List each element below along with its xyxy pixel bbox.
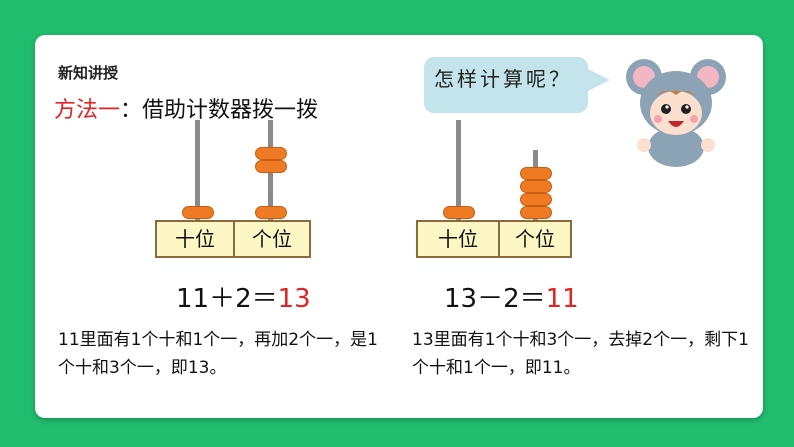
right-equation-expr: 13－2＝ [444,284,546,314]
right-abacus: 十位 个位 [416,120,572,260]
right-equation-answer: 11 [545,284,579,314]
right-ones-label: 个位 [498,220,572,258]
right-explanation: 13里面有1个十和3个一，去掉2个一，剩下1个十和1个一，即11。 [412,330,749,378]
right-ones-bead [520,167,552,180]
right-ones-bead [520,180,552,193]
mouse-mascot-icon [626,59,726,167]
right-tens-rod [456,120,461,225]
method-colon: ： [120,98,143,123]
right-tens-bead [443,206,475,219]
left-tens-label: 十位 [155,220,235,258]
left-equation-answer: 13 [277,284,311,314]
speech-bubble [424,57,588,113]
left-equation-expr: 11＋2＝ [176,284,278,314]
left-abacus: 十位 个位 [155,120,311,260]
right-place-row: 十位 个位 [416,220,572,258]
left-ones-bead [255,206,287,219]
right-ones-bead [520,193,552,206]
left-tens-bead [182,206,214,219]
method-title: 方法一：借助计数器拨一拨 [54,92,318,124]
left-ones-bead [255,160,287,173]
right-equation: 13－2＝11 [444,278,579,315]
right-ones-bead [520,206,552,219]
section-tag: 新知讲授 [58,64,119,82]
left-explanation: 11里面有1个十和1个一，再加2个一，是1个十和3个一，即13。 [58,330,378,378]
speech-text: 怎样计算呢？ [434,67,572,91]
speech-bubble-tail [586,68,610,92]
left-place-row: 十位 个位 [155,220,311,258]
left-ones-bead [255,147,287,160]
method-prefix: 方法一 [54,98,121,123]
left-ones-label: 个位 [233,220,311,258]
method-text: 借助计数器拨一拨 [142,98,319,123]
right-tens-label: 十位 [416,220,500,258]
left-equation: 11＋2＝13 [176,278,311,315]
left-tens-rod [195,120,200,225]
